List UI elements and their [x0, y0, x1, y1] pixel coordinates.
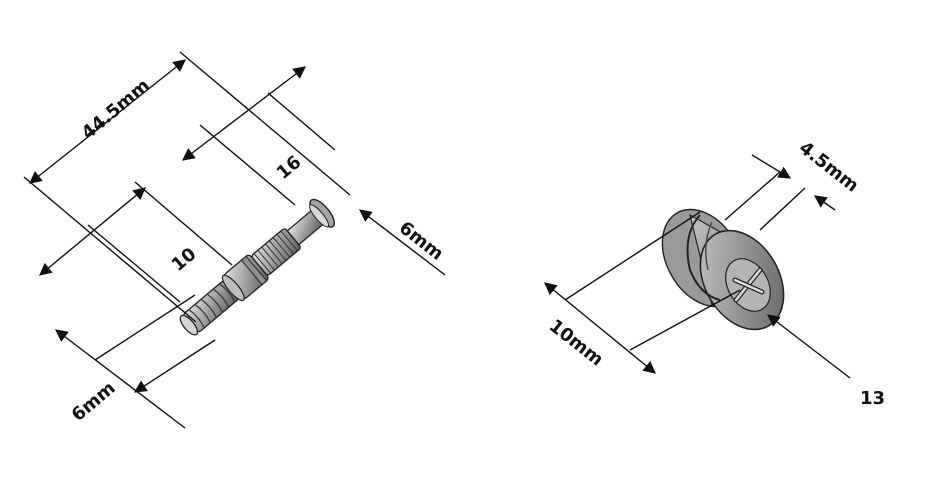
cam-cross-recess	[725, 258, 771, 312]
bolt-collar	[221, 254, 269, 302]
label-thread-length: 10	[168, 244, 201, 276]
label-cam-size: 13	[860, 388, 885, 409]
dimension-cam-thickness: 4.5mm	[724, 137, 863, 231]
dimension-cam-size: 13	[767, 314, 885, 409]
label-cam-thickness: 4.5mm	[795, 137, 863, 196]
dimension-head-diameter: 6mm	[358, 209, 447, 276]
label-thread-diameter: 6mm	[68, 378, 120, 426]
dimension-thread-length: 10	[39, 181, 233, 303]
label-shank-length: 16	[273, 152, 306, 184]
dimension-overall-length: 44.5mm	[23, 51, 351, 323]
connecting-bolt	[179, 198, 336, 336]
dimension-shank-length: 16	[181, 66, 336, 206]
label-cam-diameter: 10mm	[545, 315, 607, 370]
bolt-head	[309, 198, 336, 228]
label-head-diameter: 6mm	[395, 217, 447, 264]
bolt-thread	[179, 280, 240, 336]
cam-lock	[661, 208, 785, 331]
label-overall-length: 44.5mm	[78, 75, 154, 144]
